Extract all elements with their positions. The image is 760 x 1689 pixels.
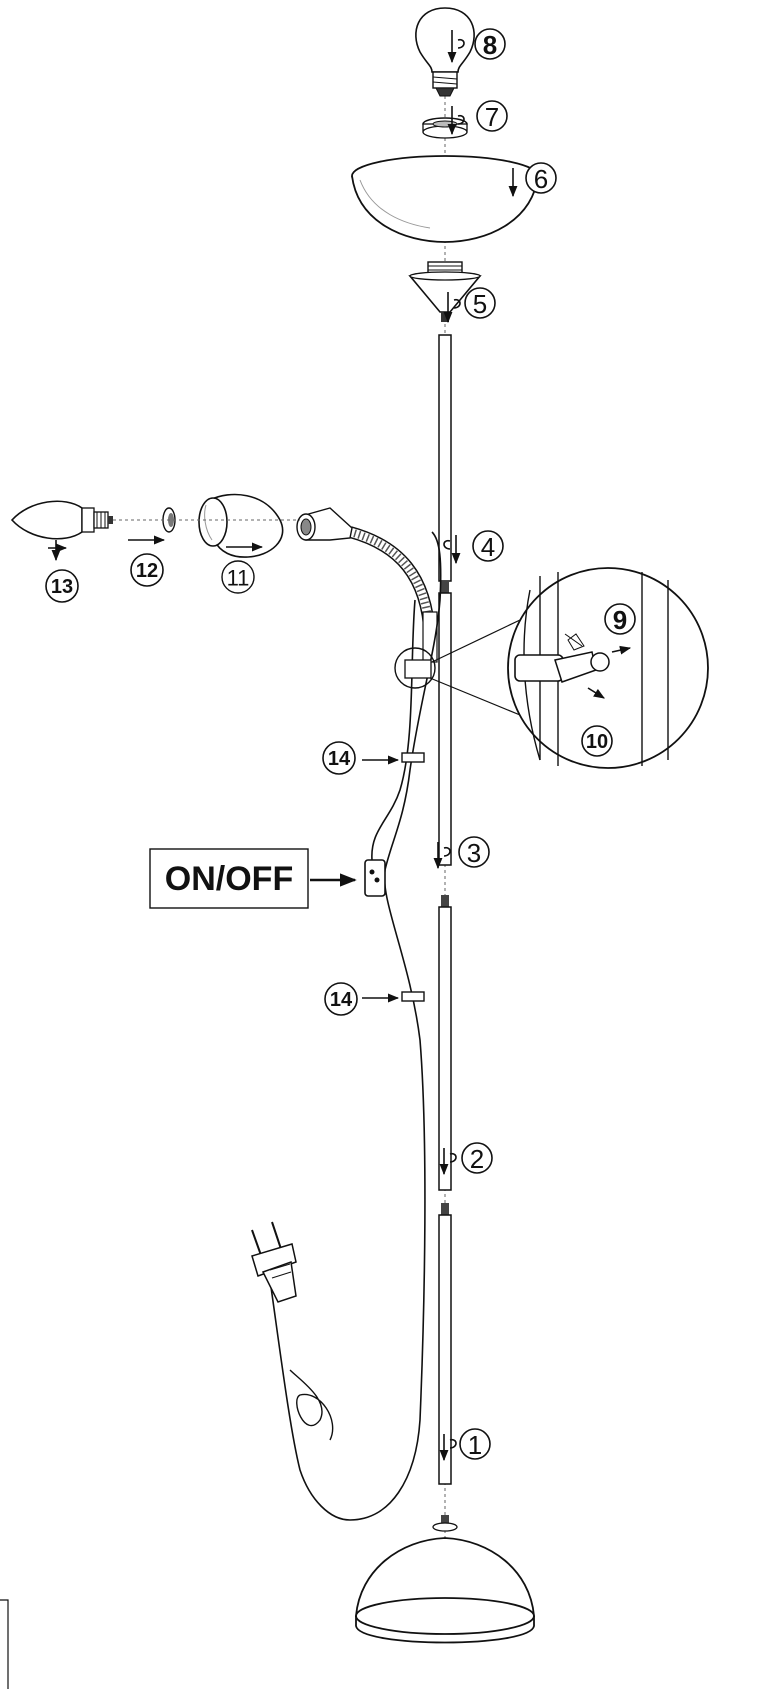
callout-13: 13: [45, 569, 79, 603]
callout-13-number: 13: [51, 576, 73, 598]
callout-14-lower-number: 14: [330, 989, 353, 1011]
pole-tube-lower-middle: [438, 906, 452, 1191]
page-corner-mark: [0, 1599, 9, 1689]
callout-11: 11: [221, 560, 255, 594]
callout-11-number: 11: [227, 566, 250, 591]
callout-4-number: 4: [481, 532, 495, 562]
callout-14-lower: 14: [324, 982, 358, 1016]
cable-clip-lower: [401, 991, 425, 1002]
callout-14-upper-number: 14: [328, 748, 351, 770]
cone-holder-part: [408, 261, 482, 322]
callout-12-number: 12: [136, 560, 158, 582]
callout-4: 4: [472, 530, 504, 562]
callout-10: 10: [581, 725, 613, 757]
arm-clamp-small: [404, 659, 432, 679]
gooseneck-arm-part: [348, 526, 438, 663]
bulb-part: [415, 7, 475, 97]
cable-coil: [289, 1369, 334, 1441]
callout-2-number: 2: [470, 1144, 484, 1174]
pole-joint-1: [441, 1515, 449, 1527]
callout-1: 1: [459, 1428, 491, 1460]
callout-1-number: 1: [468, 1430, 482, 1460]
callout-3: 3: [458, 836, 490, 868]
callout-14-upper: 14: [322, 741, 356, 775]
callout-6-number: 6: [534, 164, 548, 194]
callout-10-number: 10: [586, 731, 608, 753]
pole-joint-2: [441, 1203, 449, 1215]
pole-joint-3: [441, 895, 449, 907]
pole-tube-bottom: [438, 1214, 452, 1485]
cable-clip-upper: [401, 752, 425, 763]
callout-8: 8: [474, 28, 506, 60]
ring-nut-part: [422, 117, 468, 139]
callout-8-number: 8: [483, 30, 497, 60]
bowl-shade-part: [351, 155, 539, 243]
power-cable: [269, 531, 442, 1521]
callout-9: 9: [604, 603, 636, 635]
reading-shade-part: [198, 493, 284, 558]
callout-5-number: 5: [473, 289, 487, 319]
callout-12: 12: [130, 553, 164, 587]
clamp-detail-callout: [394, 567, 709, 769]
lamp-base-part: [355, 1522, 535, 1644]
power-plug-part: [251, 1221, 297, 1303]
candle-bulb-part: [10, 500, 113, 540]
callout-3-number: 3: [467, 838, 481, 868]
callout-9-number: 9: [613, 605, 627, 635]
on-off-label: ON/OFF: [165, 860, 293, 898]
inline-switch-part: [364, 859, 386, 897]
pole-tube-top: [438, 334, 452, 582]
callout-7: 7: [476, 100, 508, 132]
pole-tube-upper-middle: [438, 592, 452, 866]
pole-joint-4: [441, 581, 449, 593]
arm-socket-part: [296, 507, 353, 541]
detail-clamp-body: [514, 654, 564, 682]
callout-7-number: 7: [485, 102, 499, 132]
on-off-label-box: ON/OFF: [149, 848, 309, 909]
callout-2: 2: [461, 1142, 493, 1174]
arm-cable: [371, 599, 416, 861]
callout-5: 5: [464, 287, 496, 319]
callout-6: 6: [525, 162, 557, 194]
direction-arrows: [48, 30, 632, 1462]
